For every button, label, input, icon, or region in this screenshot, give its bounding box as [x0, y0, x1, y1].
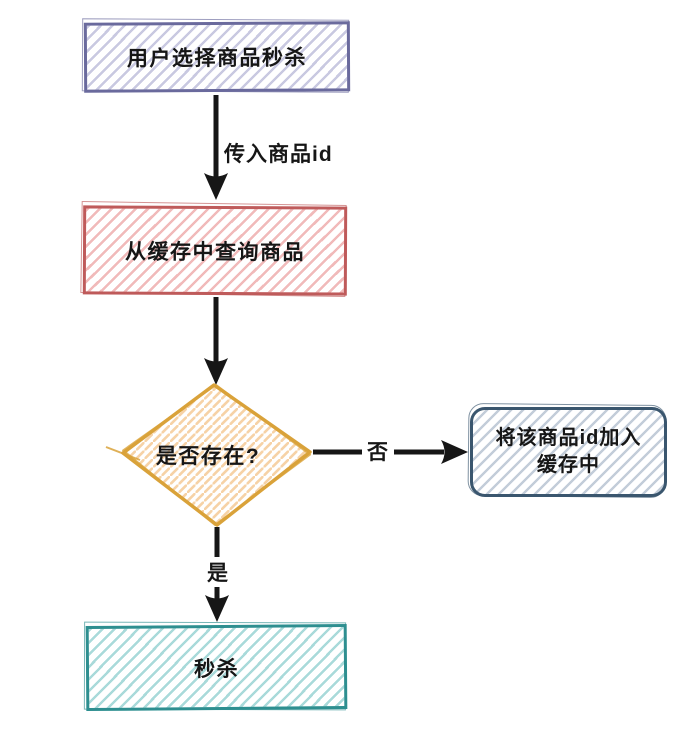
node-seckill: 秒杀 [85, 623, 348, 712]
arrowhead-right-icon [441, 440, 468, 464]
edge-label-no: 否 [362, 436, 394, 466]
node-add-to-cache: 将该商品id加入 缓存中 [470, 407, 667, 497]
arrowhead-down-icon [205, 595, 229, 622]
node-add-to-cache-label-line2: 缓存中 [537, 454, 600, 476]
node-query-cache-label: 从缓存中查询商品 [124, 240, 306, 264]
edge-label-pass-product-id: 传入商品id [224, 143, 333, 166]
node-seckill-label: 秒杀 [193, 657, 240, 681]
edge-label-yes: 是 [202, 557, 234, 587]
node-add-to-cache-label-line1: 将该商品id加入 [495, 427, 642, 449]
node-start: 用户选择商品秒杀 [83, 21, 351, 93]
node-add-to-cache-label: 将该商品id加入 缓存中 [496, 425, 642, 479]
arrowhead-down-icon [204, 358, 228, 385]
arrowhead-down-icon [204, 173, 228, 200]
node-exists-label: 是否存在? [155, 445, 261, 468]
node-query-cache: 从缓存中查询商品 [82, 205, 348, 296]
node-start-label: 用户选择商品秒杀 [126, 46, 308, 71]
